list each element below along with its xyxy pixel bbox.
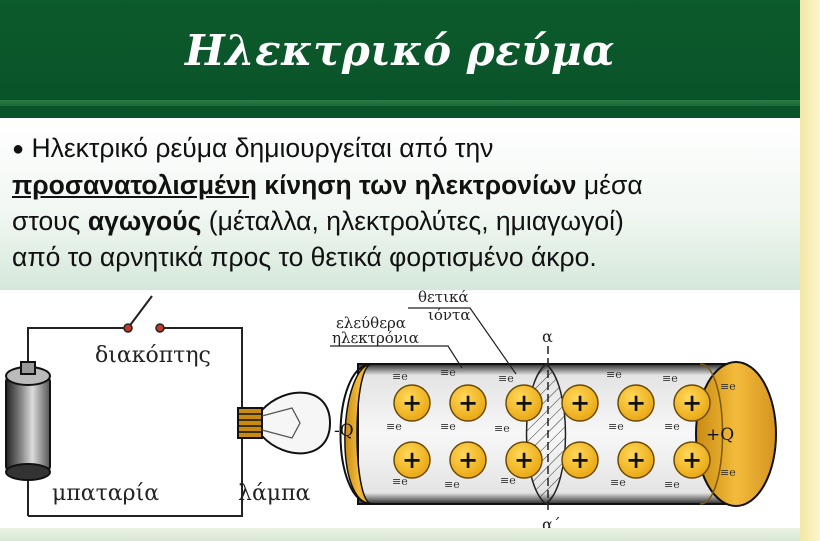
electron: ≡e bbox=[440, 366, 456, 379]
ion-plus-symbol: + bbox=[626, 388, 646, 417]
free-electrons: ≡e ≡e ≡e ≡e ≡e ≡e ≡e ≡e ≡e ≡e ≡e ≡e ≡e ≡e ≡e ≡e ≡e bbox=[386, 366, 736, 491]
ion-plus-symbol: + bbox=[570, 445, 590, 474]
battery-icon bbox=[5, 361, 51, 481]
electron: ≡e bbox=[494, 422, 510, 435]
positive-ion bbox=[673, 384, 711, 422]
electron: ≡e bbox=[440, 420, 456, 433]
text-segment: στους bbox=[12, 206, 81, 236]
leader-electrons bbox=[330, 345, 463, 369]
ion-plus-symbol: + bbox=[626, 445, 646, 474]
positive-ions: + + + + + + + + + + + + bbox=[393, 384, 711, 479]
positive-ion bbox=[561, 441, 599, 479]
wire-top-left bbox=[27, 327, 128, 370]
ion-plus-symbol: + bbox=[514, 388, 534, 417]
positive-ion bbox=[561, 384, 599, 422]
positive-end-cap bbox=[695, 361, 777, 507]
diagram-area: διακόπτης μπαταρία λάμπα + + + + + + + + + + + + ≡e… bbox=[0, 288, 800, 541]
footer-band bbox=[0, 528, 800, 541]
electron: ≡e bbox=[392, 475, 408, 488]
positive-ion bbox=[505, 441, 543, 479]
slide-title: Ηλεκτρικό ρεύμα bbox=[185, 26, 615, 75]
text-segment-bold: αγωγούς bbox=[87, 206, 202, 236]
electron: ≡e bbox=[610, 476, 626, 489]
lamp-label: λάμπα bbox=[238, 481, 311, 506]
free-electrons-label-2: ηλεκτρόνια bbox=[332, 329, 419, 347]
text-band bbox=[0, 118, 800, 290]
positive-ions-label-2: ιόντα bbox=[428, 306, 470, 324]
positive-ion bbox=[617, 441, 655, 479]
conductor-diagram bbox=[330, 307, 777, 514]
wire-top-right bbox=[160, 327, 243, 412]
electron: ≡e bbox=[664, 478, 680, 491]
side-strip bbox=[800, 0, 820, 541]
ion-plus-symbol: + bbox=[458, 388, 478, 417]
text-segment: Ηλεκτρικό ρεύμα δημιουργείται από την bbox=[31, 133, 494, 163]
ion-plus-symbol: + bbox=[514, 445, 534, 474]
electron: ≡e bbox=[720, 466, 736, 479]
positive-ion bbox=[393, 384, 431, 422]
leader-ions bbox=[408, 307, 517, 375]
ion-plus-symbol: + bbox=[682, 388, 702, 417]
positive-ion bbox=[673, 441, 711, 479]
electron: ≡e bbox=[498, 372, 514, 385]
ion-plus-symbol: + bbox=[682, 445, 702, 474]
electron: ≡e bbox=[500, 474, 516, 487]
electron: ≡e bbox=[392, 370, 408, 383]
ion-plus-symbol: + bbox=[570, 388, 590, 417]
text-segment: (μέταλλα, ηλεκτρολύτες, ημιαγωγοί) bbox=[208, 206, 624, 236]
electron: ≡e bbox=[386, 420, 402, 433]
positive-ion bbox=[449, 384, 487, 422]
electron: ≡e bbox=[444, 478, 460, 491]
positive-ion bbox=[617, 384, 655, 422]
positive-ion bbox=[505, 384, 543, 422]
diagram-svg: διακόπτης μπαταρία λάμπα + + + + + + + + + + + + ≡e… bbox=[5, 288, 777, 534]
positive-ions-label-1: θετικά bbox=[418, 290, 469, 306]
switch-lever bbox=[127, 295, 153, 329]
text-segment-bold-underlined: προσανατολισμένη bbox=[12, 170, 257, 200]
switch-label: διακόπτης bbox=[95, 343, 211, 368]
alpha-top-label: α bbox=[542, 327, 553, 346]
electron: ≡e bbox=[662, 372, 678, 385]
switch-contact-right bbox=[155, 323, 165, 333]
electron: ≡e bbox=[606, 368, 622, 381]
body-paragraph: ● Ηλεκτρικό ρεύμα δημιουργείται από την … bbox=[12, 130, 792, 275]
free-electrons-label-1: ελεύθερα bbox=[336, 314, 406, 332]
positive-end-label: +Q bbox=[706, 425, 734, 445]
electron: ≡e bbox=[608, 420, 624, 433]
positive-ion bbox=[393, 441, 431, 479]
ion-plus-symbol: + bbox=[402, 445, 422, 474]
ion-plus-symbol: + bbox=[458, 445, 478, 474]
switch-contact-left bbox=[123, 323, 133, 333]
ion-plus-symbol: + bbox=[402, 388, 422, 417]
battery-label: μπαταρία bbox=[52, 481, 159, 506]
text-segment: μέσα bbox=[583, 170, 643, 200]
text-segment-bold: κίνηση των ηλεκτρονίων bbox=[264, 170, 577, 200]
wire-bottom bbox=[28, 436, 243, 517]
lamp-icon bbox=[237, 391, 332, 455]
electron: ≡e bbox=[720, 380, 736, 393]
bullet-icon: ● bbox=[12, 138, 25, 160]
text-segment: από το αρνητικά προς το θετικά φορτισμέν… bbox=[12, 242, 597, 272]
title-divider bbox=[0, 100, 800, 106]
title-bar: Ηλεκτρικό ρεύμα bbox=[0, 0, 800, 118]
positive-ion bbox=[449, 441, 487, 479]
electron: ≡e bbox=[664, 420, 680, 433]
slide: Ηλεκτρικό ρεύμα ● Ηλεκτρικό ρεύμα δημιου… bbox=[0, 0, 800, 541]
negative-end-label: -Q bbox=[334, 421, 354, 441]
